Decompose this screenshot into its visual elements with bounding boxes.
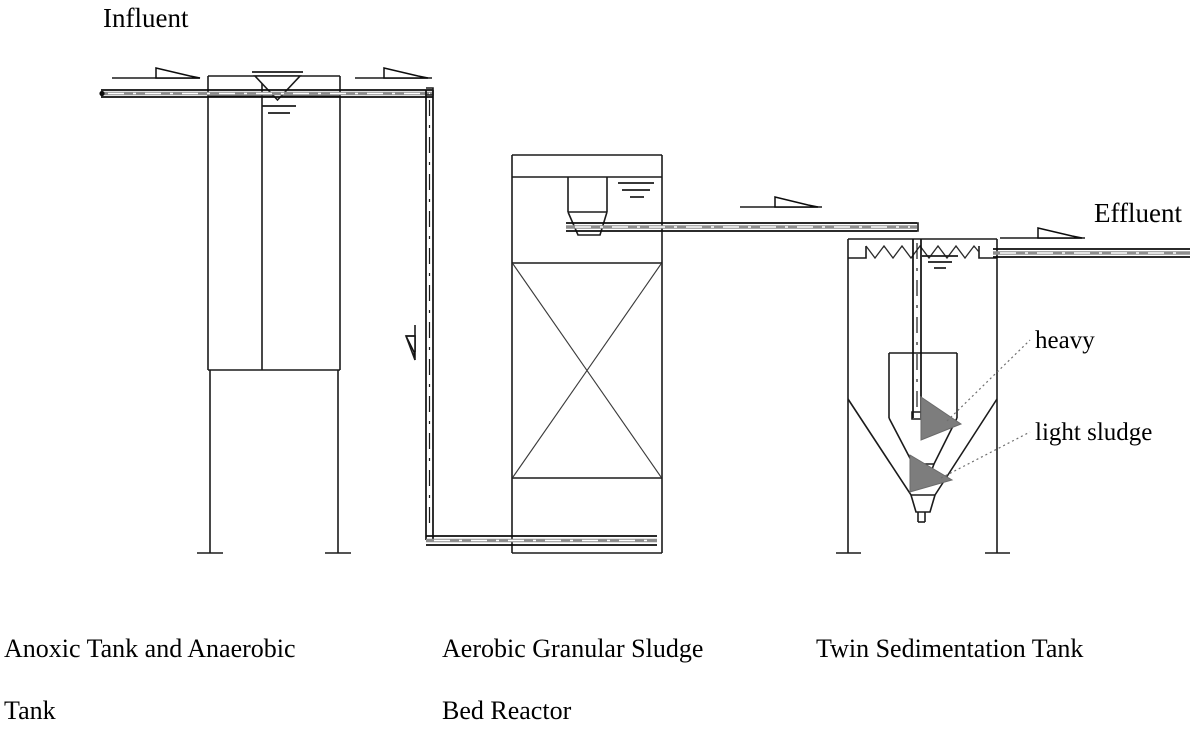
water-level-symbol-clarifier (922, 255, 958, 269)
caption-unit-2-line-2: Bed Reactor (442, 696, 572, 725)
leader-light-sludge (940, 431, 1031, 479)
label-light-sludge: light sludge (1035, 419, 1152, 446)
stream-reactor-bottom-feed (426, 535, 657, 546)
sludge-drawoff-nozzle (917, 512, 926, 523)
flow-arrow-tank1-outlet (355, 67, 432, 79)
flow-arrow-downcomer (404, 325, 416, 361)
label-effluent: Effluent (1094, 198, 1182, 228)
caption-unit-2-line-1: Aerobic Granular Sludge (442, 634, 703, 663)
light-sludge-arrow (909, 454, 954, 493)
unit-aerobic-granular-sludge-bed-reactor (511, 154, 663, 554)
influent-pipe-cap (99, 90, 105, 97)
flow-arrow-effluent (1000, 227, 1085, 239)
central-draft-tube (911, 239, 923, 420)
bed-cross-diagonal-2 (512, 263, 662, 478)
downcomer-elbow-cap (426, 87, 434, 96)
sawtooth-weir (865, 244, 980, 260)
clarifier-launder-right (978, 246, 997, 259)
unit-anoxic-anaerobic-tank (197, 71, 351, 554)
water-level-symbol-tank1 (252, 71, 303, 114)
granular-bed-zone (512, 262, 662, 479)
unit-twin-sedimentation-tank (836, 238, 1010, 554)
caption-unit-1-line-2: Tank (4, 696, 56, 725)
stream-effluent (993, 248, 1190, 258)
hopper-cone-walls (847, 398, 998, 496)
stream-reactor-to-clarifier (566, 222, 919, 232)
flow-arrow-transfer (740, 196, 822, 208)
outer-hopper-cone (847, 398, 998, 513)
flow-arrow-influent (112, 67, 201, 79)
stream-tank1-to-reactor-downcomer (425, 87, 434, 540)
clarifier-launder-left (848, 246, 867, 259)
transfer-pipe-elbow (910, 222, 919, 232)
heavy-sludge-arrow (920, 396, 963, 441)
caption-unit-3-line-1: Twin Sedimentation Tank (816, 634, 1083, 663)
hopper-cone-tip (910, 494, 936, 513)
caption-unit-1-line-1: Anoxic Tank and Anaerobic (4, 634, 296, 663)
leader-heavy (946, 339, 1031, 422)
water-level-symbol-reactor (618, 182, 654, 198)
label-heavy: heavy (1035, 327, 1095, 354)
stream-influent (99, 89, 433, 98)
label-influent: Influent (103, 3, 189, 33)
